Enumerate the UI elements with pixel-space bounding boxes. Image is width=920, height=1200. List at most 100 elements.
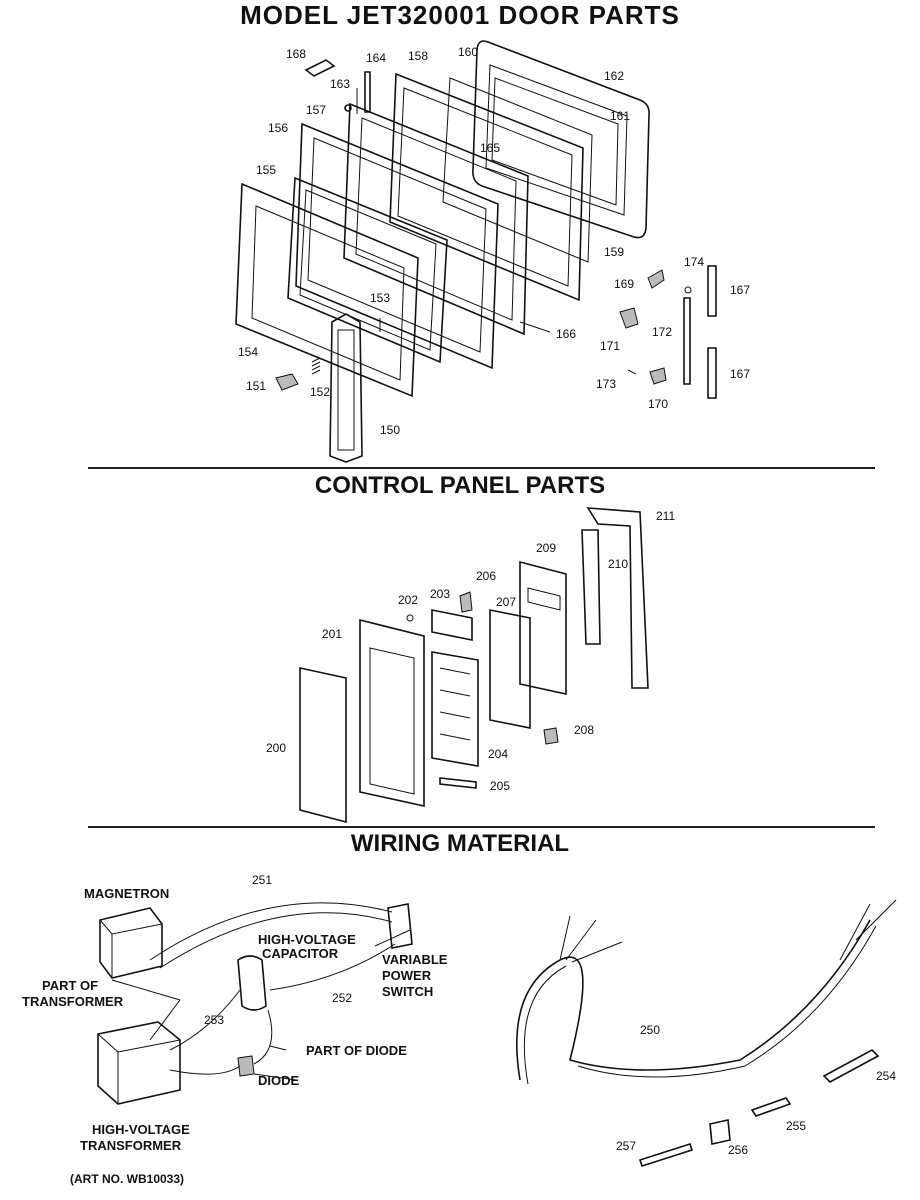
control-part-205 [439, 777, 477, 789]
label-diode-part: PART OF DIODE [306, 1043, 407, 1058]
callout-167b: 167 [730, 367, 750, 381]
door-part-170 [649, 367, 667, 385]
control-part-209 [519, 560, 567, 695]
callout-209: 209 [536, 541, 556, 555]
callout-172: 172 [652, 325, 672, 339]
wire-251 [149, 902, 393, 961]
callout-167a: 167 [730, 283, 750, 297]
control-part-202 [406, 614, 414, 622]
door-part-154 [235, 182, 419, 398]
callout-163: 163 [330, 77, 350, 91]
callout-153: 153 [370, 291, 390, 305]
door-part-167 [707, 265, 717, 317]
wire-253 [169, 989, 241, 1051]
label-capacitor-1: HIGH-VOLTAGE [258, 932, 356, 947]
callout-158: 158 [408, 49, 428, 63]
door-part-150 [329, 313, 363, 463]
callout-207: 207 [496, 595, 516, 609]
callout-150: 150 [380, 423, 400, 437]
door-part-167b [707, 347, 717, 399]
control-part-208 [543, 727, 559, 745]
callout-155: 155 [256, 163, 276, 177]
callout-166: 166 [556, 327, 576, 341]
control-part-207 [489, 609, 531, 729]
callout-174: 174 [684, 255, 704, 269]
control-part-200 [299, 667, 347, 824]
callout-170: 170 [648, 397, 668, 411]
wire-257 [638, 1142, 694, 1168]
wire-255 [750, 1097, 792, 1117]
wiring-callouts: 251 250 252 253 254 255 256 257 [204, 873, 896, 1157]
wiring-heading: WIRING MATERIAL [350, 830, 570, 857]
callout-205: 205 [490, 779, 510, 793]
door-part-156 [295, 122, 499, 370]
control-callouts: 211 209 206 210 202 203 207 201 208 200 … [266, 509, 675, 793]
art-number: (ART NO. WB10033) [70, 1172, 185, 1186]
control-panel-heading: CONTROL PANEL PARTS [314, 472, 606, 499]
callout-210: 210 [608, 557, 628, 571]
switch-component [387, 903, 413, 949]
callout-255: 255 [786, 1119, 806, 1133]
capacitor-component [237, 955, 267, 1011]
door-part-172 [683, 297, 691, 385]
door-part-166 [519, 321, 551, 333]
door-part-155 [287, 176, 448, 364]
callout-152: 152 [310, 385, 330, 399]
callout-257: 257 [616, 1139, 636, 1153]
callout-173: 173 [596, 377, 616, 391]
callout-168: 168 [286, 47, 306, 61]
page-title: MODEL JET320001 DOOR PARTS [240, 0, 680, 30]
callout-162: 162 [604, 69, 624, 83]
label-switch-3: SWITCH [382, 984, 433, 999]
wire-254 [822, 1049, 880, 1083]
door-part-174 [684, 286, 692, 294]
door-part-168 [304, 59, 336, 77]
label-hv-transformer-1: HIGH-VOLTAGE [92, 1122, 190, 1137]
callout-206: 206 [476, 569, 496, 583]
door-part-173 [627, 369, 637, 375]
door-part-152 [311, 357, 321, 375]
callout-157: 157 [306, 103, 326, 117]
callout-160: 160 [458, 45, 478, 59]
door-part-171 [619, 307, 639, 329]
door-part-158 [389, 72, 584, 302]
wiring-labels: MAGNETRON HIGH-VOLTAGE CAPACITOR VARIABL… [22, 886, 448, 1153]
callout-165: 165 [480, 141, 500, 155]
door-part-161 [485, 64, 628, 216]
transformer-component [97, 1021, 181, 1105]
control-part-204 [431, 651, 479, 767]
label-transformer-part-1: PART OF [42, 978, 98, 993]
door-callouts: 168 164 163 158 160 162 157 161 156 165 … [238, 45, 750, 437]
callout-253: 253 [204, 1013, 224, 1027]
callout-154: 154 [238, 345, 258, 359]
control-part-206 [459, 591, 473, 613]
wire-harness-250 [516, 919, 871, 1081]
wire-252 [269, 943, 396, 991]
control-panel-assembly [299, 507, 649, 824]
section-divider [88, 467, 875, 469]
label-switch-2: POWER [382, 968, 432, 983]
wire-256 [709, 1119, 731, 1145]
callout-171: 171 [600, 339, 620, 353]
callout-151: 151 [246, 379, 266, 393]
callout-156: 156 [268, 121, 288, 135]
callout-250: 250 [640, 1023, 660, 1037]
label-magnetron: MAGNETRON [84, 886, 169, 901]
callout-254: 254 [876, 1069, 896, 1083]
callout-211: 211 [656, 509, 675, 523]
door-part-164 [364, 71, 371, 113]
callout-201: 201 [322, 627, 342, 641]
label-hv-transformer-2: TRANSFORMER [80, 1138, 182, 1153]
label-switch-1: VARIABLE [382, 952, 448, 967]
label-capacitor-2: CAPACITOR [262, 946, 339, 961]
callout-169: 169 [614, 277, 634, 291]
callout-252: 252 [332, 991, 352, 1005]
label-transformer-part-2: TRANSFORMER [22, 994, 124, 1009]
door-part-169 [647, 269, 665, 289]
door-part-151 [275, 373, 299, 391]
callout-164: 164 [366, 51, 386, 65]
door-part-162 [472, 40, 650, 239]
callout-203: 203 [430, 587, 450, 601]
